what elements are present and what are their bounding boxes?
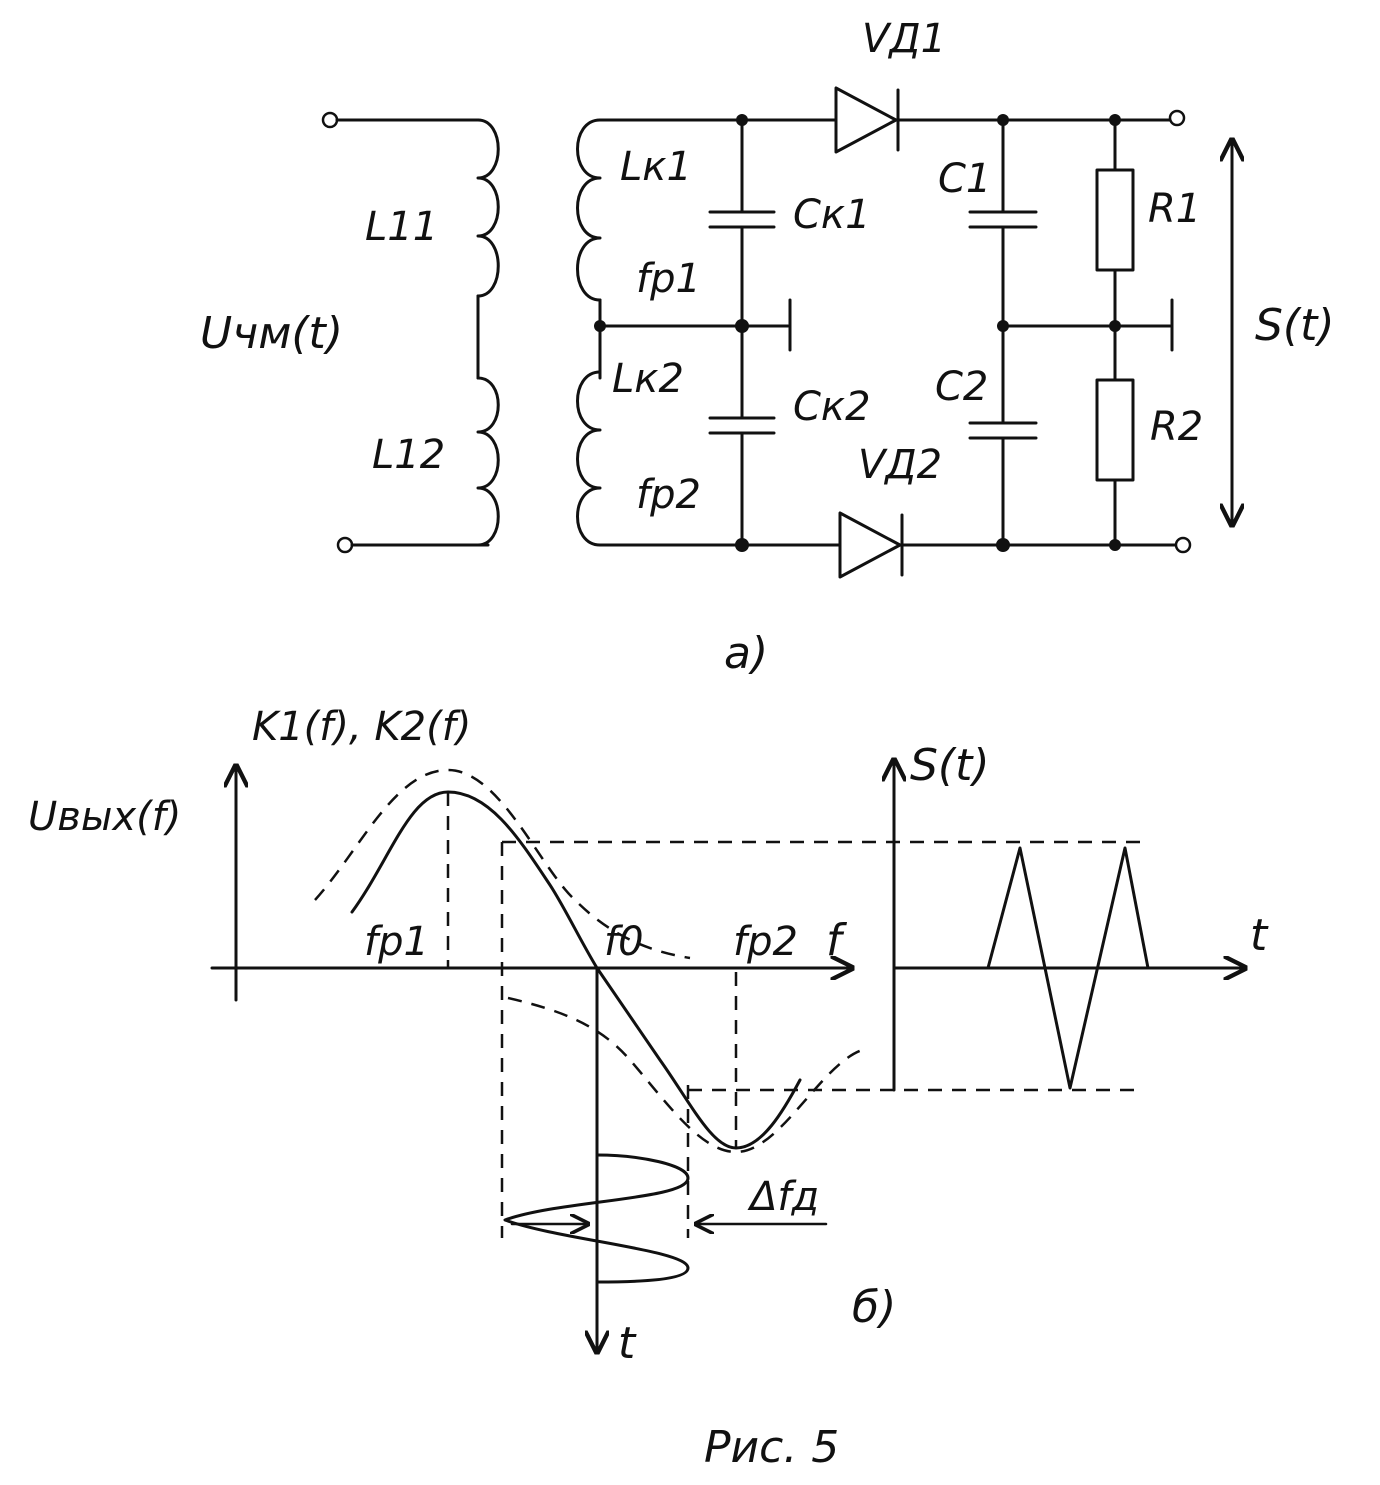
label-ck2: Cк2 xyxy=(793,384,871,430)
junction-dot xyxy=(735,538,749,552)
coil-lk1 xyxy=(576,118,602,302)
label-r2: R2 xyxy=(1150,404,1203,450)
label-output-y: S(t) xyxy=(910,740,990,791)
capacitor-c2 xyxy=(968,421,1038,440)
resistor-r1 xyxy=(1095,168,1135,272)
label-input-voltage: Uчм(t) xyxy=(200,308,343,359)
junction-dot xyxy=(1109,114,1121,126)
junction-dot xyxy=(997,114,1009,126)
output-terminal-bottom xyxy=(1174,536,1192,554)
output-signal-plot: S(t) t xyxy=(894,740,1269,1092)
junction-dot xyxy=(997,320,1009,332)
label-vd2: VД2 xyxy=(858,442,942,488)
label-l11: L11 xyxy=(365,204,438,250)
junction-dot xyxy=(1109,539,1121,551)
label-time-axis: t xyxy=(618,1318,637,1369)
junction-dot xyxy=(736,114,748,126)
label-ck1: Cк1 xyxy=(793,192,871,238)
junction-dot xyxy=(996,538,1010,552)
junction-dot xyxy=(594,320,606,332)
label-deviation: Δfд xyxy=(747,1174,819,1220)
output-waveform xyxy=(986,846,1150,1090)
label-l12: L12 xyxy=(372,432,445,478)
output-terminal-top xyxy=(1168,109,1186,127)
coil-l12 xyxy=(476,376,500,547)
label-fp2-circuit: fp2 xyxy=(636,472,701,518)
label-fp1-circuit: fp1 xyxy=(636,256,701,302)
capacitor-ck2 xyxy=(708,416,776,435)
label-c2: C2 xyxy=(935,364,988,410)
label-c1: C1 xyxy=(938,156,991,202)
frequency-response-graph: Uвых(f) K1(f), K2(f) fp1 f0 fp2 f Δfд t … xyxy=(28,704,1140,1369)
label-output-x: t xyxy=(1250,910,1269,961)
circuit-diagram: VД1 L11 Uчм(t) L12 Lк1 fp1 Lк2 fp2 Cк1 C… xyxy=(200,16,1335,679)
diode-vd1 xyxy=(834,86,900,154)
figure-caption: Рис. 5 xyxy=(704,1422,839,1473)
label-k-curves: K1(f), K2(f) xyxy=(252,704,471,750)
input-terminal-top xyxy=(321,111,339,129)
label-vd1: VД1 xyxy=(862,16,946,62)
k1-curve-dashed xyxy=(314,768,691,960)
label-f0: f0 xyxy=(604,919,644,965)
diode-vd2 xyxy=(838,511,904,579)
k2-curve-dashed xyxy=(507,996,863,1154)
label-x-axis-f: f xyxy=(826,915,848,966)
caption-part-b: б) xyxy=(852,1282,896,1333)
junction-dot xyxy=(1109,320,1121,332)
resistor-r2 xyxy=(1095,378,1135,482)
coil-lk2 xyxy=(576,370,602,547)
capacitor-ck1 xyxy=(708,210,776,229)
discriminator-curve xyxy=(350,790,802,1150)
label-lk2: Lк2 xyxy=(612,356,684,402)
coil-l11 xyxy=(476,118,500,298)
label-y-axis: Uвых(f) xyxy=(28,794,181,840)
label-lk1: Lк1 xyxy=(620,144,692,190)
label-fp2-graph: fp2 xyxy=(733,919,798,965)
frequency-sweep-wave xyxy=(503,1153,690,1284)
junction-dot xyxy=(735,319,749,333)
label-r1: R1 xyxy=(1148,186,1201,232)
input-terminal-bottom xyxy=(336,536,354,554)
label-fp1-graph: fp1 xyxy=(364,919,429,965)
caption-part-a: а) xyxy=(724,628,768,679)
capacitor-c1 xyxy=(968,210,1038,229)
label-output: S(t) xyxy=(1255,300,1335,351)
